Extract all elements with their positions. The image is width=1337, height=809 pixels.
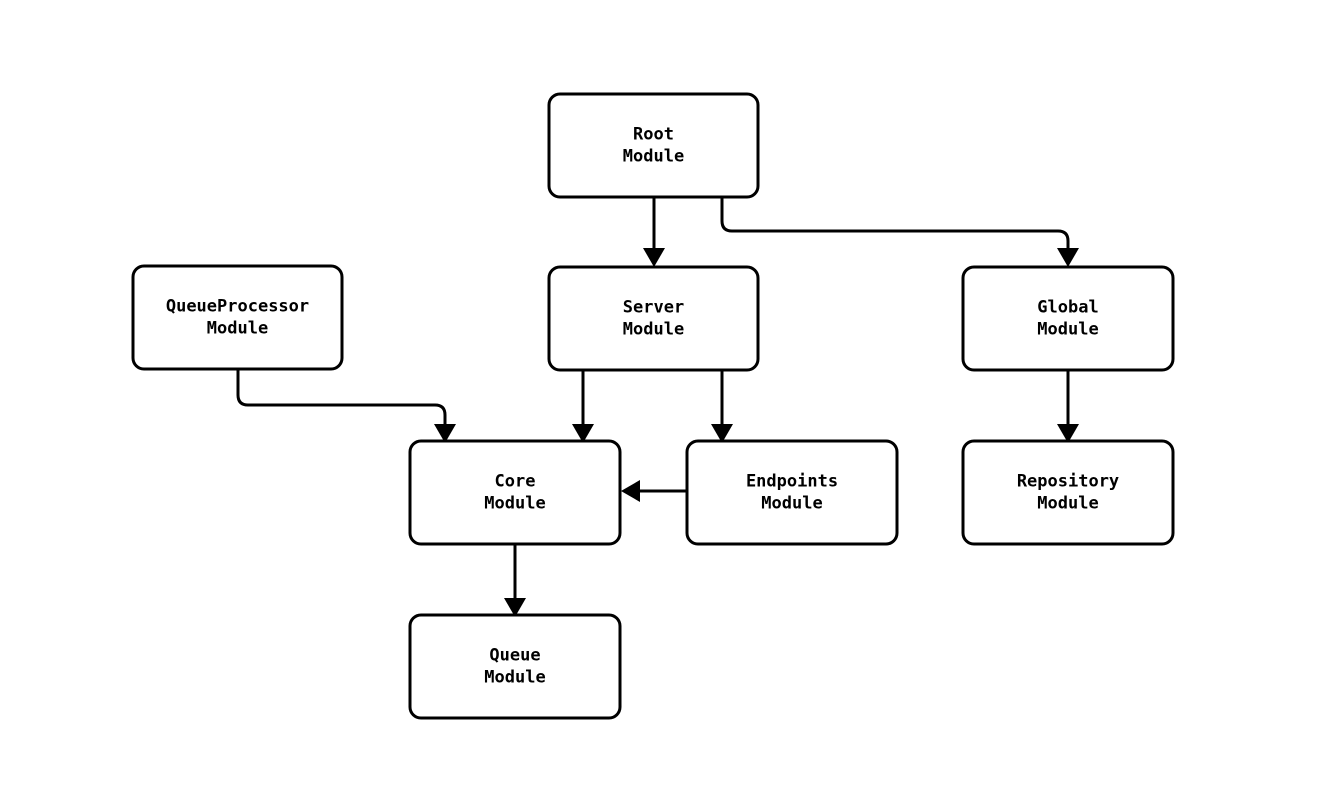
node-box[interactable]: [961, 439, 1175, 546]
edge-line: [236, 369, 447, 424]
arrow-head-icon: [434, 424, 456, 443]
edge-core-to-queue: [504, 544, 526, 617]
node-label-name: QueueProcessor: [166, 297, 309, 317]
node-box[interactable]: [131, 264, 344, 371]
node-label-kind: Module: [623, 147, 684, 167]
arrow-head-icon: [711, 424, 733, 443]
node-box[interactable]: [547, 92, 760, 199]
edge-server-to-endpoints: [711, 370, 733, 443]
nodes-layer: RootModuleQueueProcessorModuleServerModu…: [131, 92, 1175, 720]
edge-global-to-repository: [1057, 370, 1079, 443]
node-label-name: Root: [633, 125, 674, 145]
edge-server-to-core: [572, 370, 594, 443]
node-box[interactable]: [685, 439, 899, 546]
edges-layer: [236, 197, 1079, 617]
edge-endpoints-to-core: [621, 480, 687, 502]
node-label-kind: Module: [207, 319, 268, 339]
node-box[interactable]: [961, 265, 1175, 372]
arrow-head-icon: [572, 424, 594, 443]
arrow-head-icon: [643, 248, 665, 267]
node-box[interactable]: [547, 265, 760, 372]
node-label-kind: Module: [484, 668, 545, 688]
node-label-kind: Module: [623, 320, 684, 340]
edge-queueprocessor-to-core: [236, 369, 456, 443]
node-label-name: Global: [1037, 298, 1098, 318]
node-box[interactable]: [408, 613, 622, 720]
node-label-name: Endpoints: [746, 472, 838, 492]
node-label-kind: Module: [1037, 494, 1098, 514]
edge-root-to-global: [720, 197, 1079, 267]
node-label-name: Server: [623, 298, 684, 318]
arrow-head-icon: [504, 598, 526, 617]
node-label-name: Queue: [489, 646, 540, 666]
edge-line: [720, 197, 1070, 248]
node-box[interactable]: [408, 439, 622, 546]
node-label-kind: Module: [484, 494, 545, 514]
arrow-head-icon: [1057, 424, 1079, 443]
node-label-kind: Module: [1037, 320, 1098, 340]
node-label-name: Repository: [1017, 472, 1119, 492]
node-label-name: Core: [495, 472, 536, 492]
node-label-kind: Module: [761, 494, 822, 514]
arrow-head-icon: [621, 480, 640, 502]
edge-root-to-server: [643, 197, 665, 267]
arrow-head-icon: [1057, 248, 1079, 267]
